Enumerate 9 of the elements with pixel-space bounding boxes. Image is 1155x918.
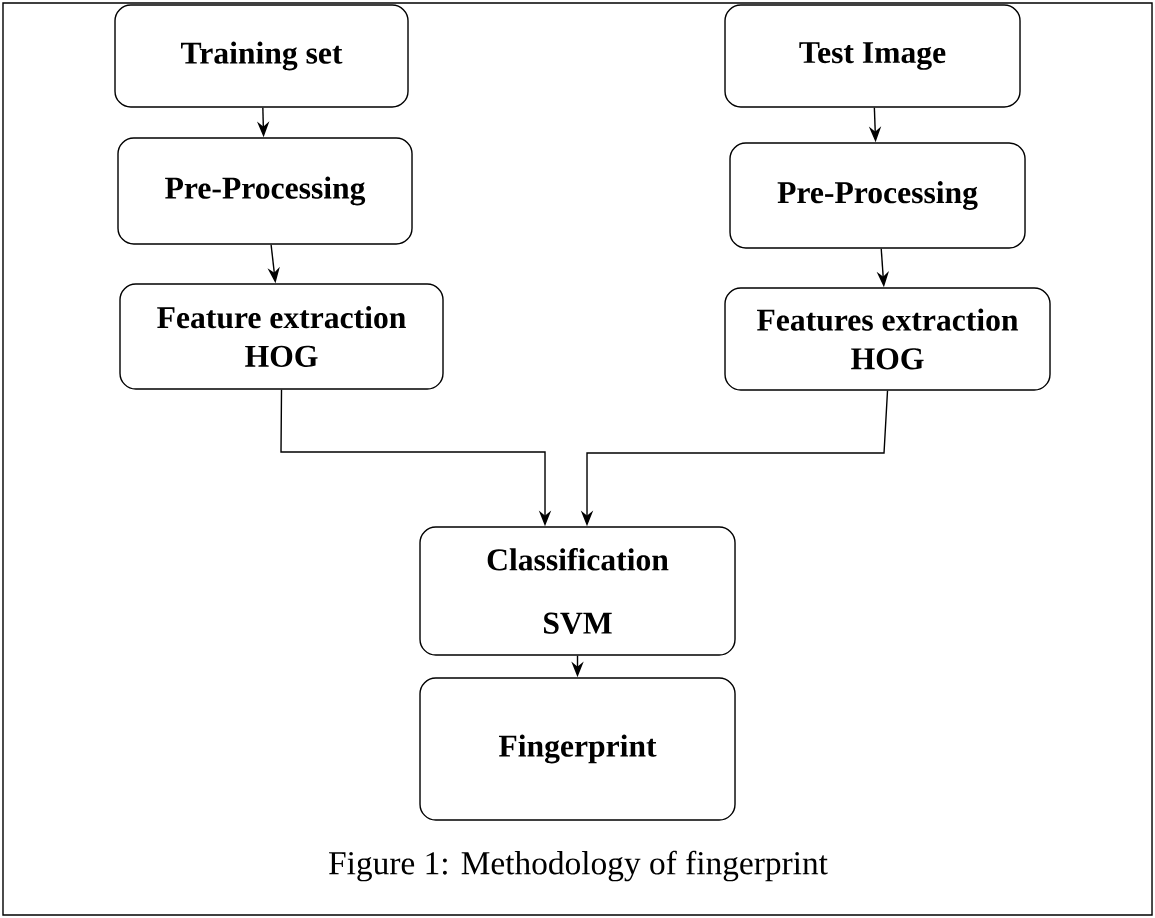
process-box: Features extraction HOG (724, 287, 1051, 391)
caption: Figure 1: Methodology of fingerprint (329, 850, 828, 882)
process-box: Test Image (724, 4, 1021, 108)
process-box: Fingerprint (419, 677, 736, 821)
process-box: Pre-Processing (729, 142, 1026, 249)
process-box: Training set (114, 4, 409, 108)
process-box: Feature extraction HOG (119, 283, 444, 390)
process-box: Classification SVM (419, 526, 736, 656)
process-box: Pre-Processing (117, 137, 413, 245)
